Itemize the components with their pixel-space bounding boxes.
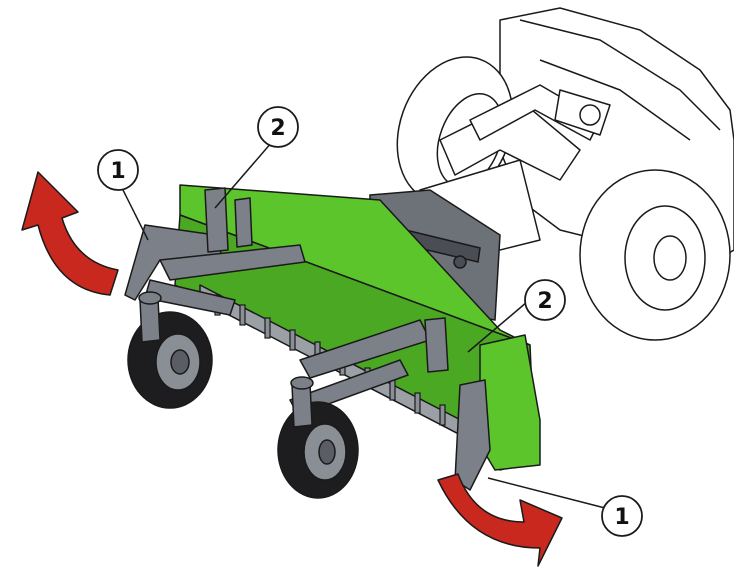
caster-wheel-icon	[127, 291, 213, 409]
caster-wheel-icon	[277, 376, 359, 499]
callout-label: 2	[537, 289, 552, 314]
callout-label: 1	[110, 159, 125, 184]
rotation-arrow-icon	[437, 473, 563, 567]
pivot-arms	[124, 187, 491, 491]
callout-label: 2	[270, 116, 285, 141]
rotation-arrow-icon	[21, 171, 119, 296]
tractor-tire-icon	[579, 169, 731, 341]
callout-2-right: 2	[524, 279, 566, 321]
callout-label: 1	[614, 505, 629, 530]
callout-1-bottom: 1	[601, 495, 643, 537]
tractor	[396, 7, 734, 341]
leader-lines	[121, 141, 606, 509]
callout-2-top: 2	[257, 106, 299, 148]
callout-1-left: 1	[97, 149, 139, 191]
